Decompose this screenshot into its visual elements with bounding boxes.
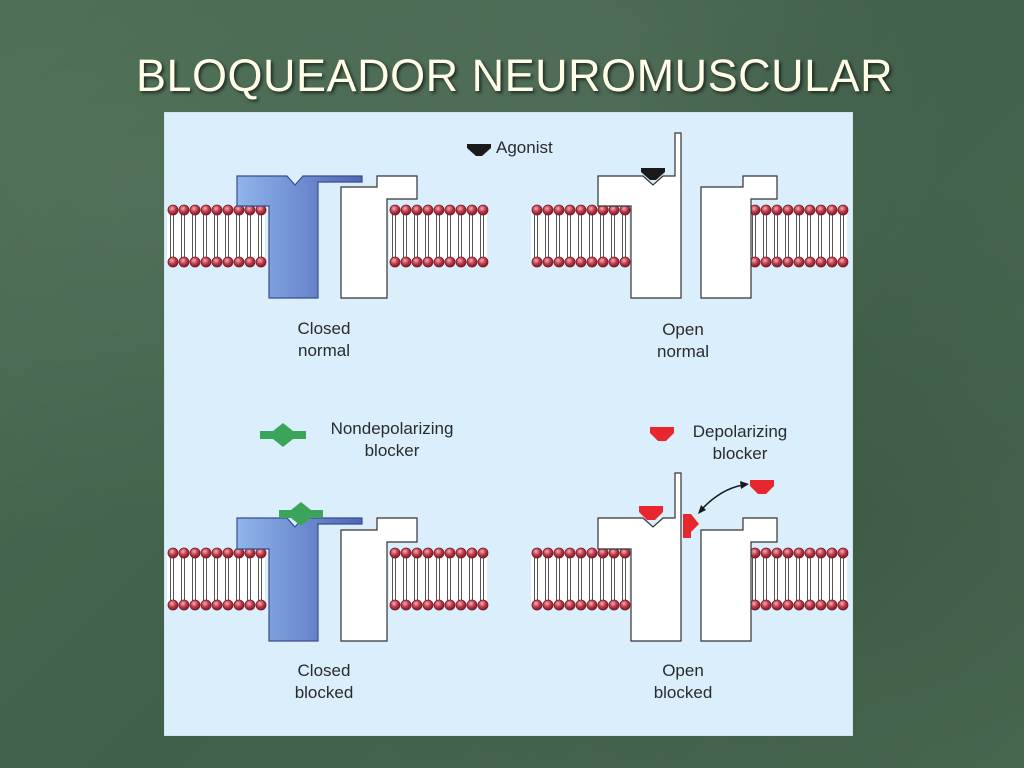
diagram-canvas xyxy=(166,132,849,642)
depolarizing-blocker-bound xyxy=(639,506,663,520)
agonist-bound xyxy=(641,168,665,180)
legend-agonist-text: Agonist xyxy=(496,138,553,157)
panel-closed-normal xyxy=(166,175,489,299)
depolarizing-blocker-in-pore xyxy=(683,514,699,538)
channel-subunit-right xyxy=(700,517,778,642)
legend-nondepolarizing-line1: Nondepolarizing xyxy=(330,419,454,438)
legend-agonist-label: Agonist xyxy=(496,137,553,159)
lipid-bilayer-left xyxy=(166,547,267,611)
lipid-bilayer-left xyxy=(530,547,631,611)
arrowhead-icon xyxy=(698,505,706,514)
caption-line2: blocked xyxy=(653,683,713,702)
caption-line2: blocked xyxy=(294,683,354,702)
panel-open-blocked xyxy=(530,472,849,642)
channel-subunit-right xyxy=(340,175,418,299)
channel-subunit-closed xyxy=(236,517,363,642)
caption-line1: Open xyxy=(662,661,704,680)
caption-open-blocked: Open blocked xyxy=(603,660,763,704)
legend-depolarizing-label: Depolarizing blocker xyxy=(680,421,800,465)
slide-title: BLOQUEADOR NEUROMUSCULAR xyxy=(136,50,894,101)
depolarizing-symbol-icon xyxy=(650,427,674,441)
lipid-bilayer-right xyxy=(388,547,489,611)
panel-open-normal xyxy=(530,132,849,299)
exchange-arrow xyxy=(701,484,744,510)
caption-open-normal: Open normal xyxy=(603,319,763,363)
neuromuscular-receptor-diagram: Agonist Nondepolarizing blocker Depolari… xyxy=(165,113,852,735)
caption-line2: normal xyxy=(657,342,709,361)
caption-closed-normal: Closed normal xyxy=(244,318,404,362)
channel-subunit-right xyxy=(700,175,778,299)
nondepolarizing-blocker-bound xyxy=(279,502,323,526)
lipid-bilayer-left xyxy=(166,204,267,268)
legend-nondepolarizing-label: Nondepolarizing blocker xyxy=(317,418,467,462)
lipid-bilayer-left xyxy=(530,204,631,268)
channel-subunit-right xyxy=(340,517,418,642)
caption-line1: Closed xyxy=(297,319,351,338)
legend-depolarizing-line2: blocker xyxy=(712,444,768,463)
arrowhead-icon xyxy=(740,481,749,489)
nondepolarizing-symbol-icon xyxy=(260,423,306,447)
panel-closed-blocked xyxy=(166,502,489,642)
depolarizing-blocker-free xyxy=(750,480,774,494)
legend-depolarizing-line1: Depolarizing xyxy=(692,422,788,441)
channel-subunit-closed xyxy=(236,175,363,299)
lipid-bilayer-right xyxy=(748,547,849,611)
caption-line1: Open xyxy=(662,320,704,339)
channel-subunit-open xyxy=(597,132,682,299)
lipid-bilayer-right xyxy=(388,204,489,268)
lipid-bilayer-right xyxy=(748,204,849,268)
caption-line1: Closed xyxy=(297,661,351,680)
channel-subunit-open xyxy=(597,472,682,642)
caption-line2: normal xyxy=(298,341,350,360)
caption-closed-blocked: Closed blocked xyxy=(244,660,404,704)
legend-nondepolarizing-line2: blocker xyxy=(364,441,420,460)
agonist-symbol-icon xyxy=(467,144,491,156)
